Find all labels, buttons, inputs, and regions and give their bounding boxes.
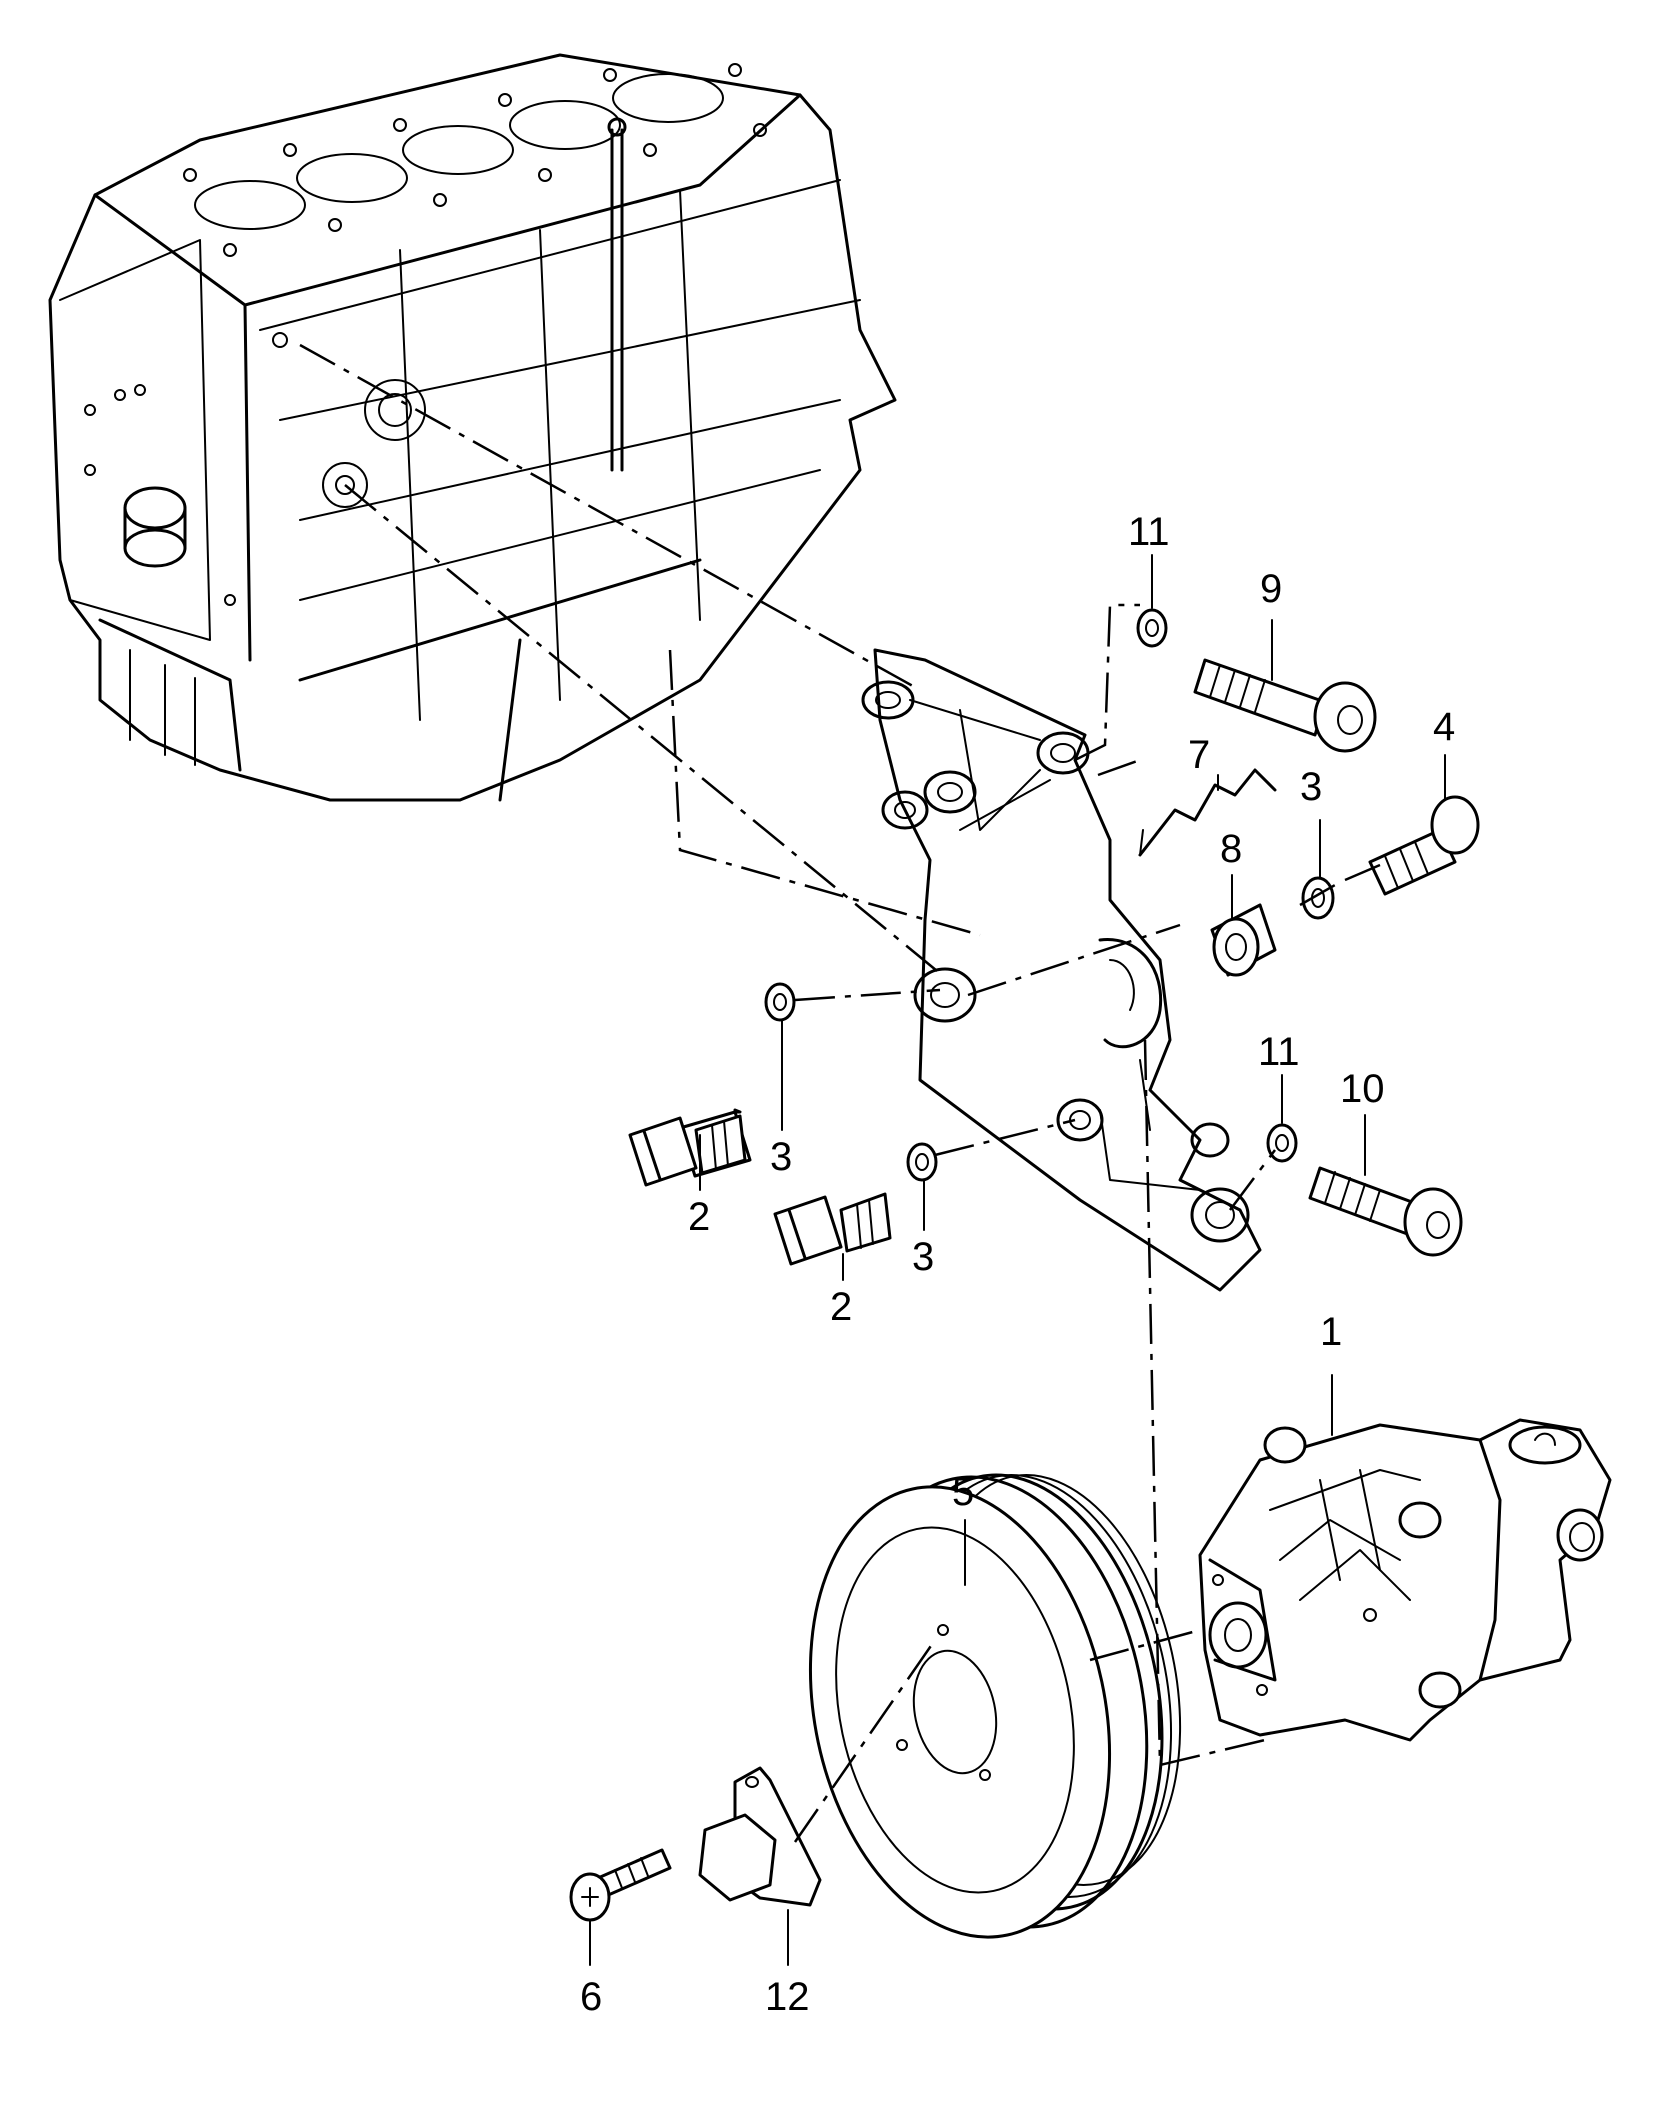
bolt-4 [1368,795,1480,896]
callout-labels: 1 2 2 3 3 3 4 5 6 7 8 9 10 11 11 12 [580,510,1455,2019]
callout-10: 10 [1340,1067,1385,1111]
bolt-9 [1193,658,1377,753]
callout-3-upper: 3 [770,1135,792,1179]
callout-7: 7 [1188,733,1210,777]
callout-2-upper: 2 [688,1195,710,1239]
bolt-6 [569,1848,672,1922]
callout-11-lower: 11 [1258,1030,1300,1074]
power-steering-pump [1198,1418,1612,1742]
callout-3-lower: 3 [912,1235,934,1279]
callout-5: 5 [952,1470,974,1514]
callout-leaders [589,554,1446,1966]
engine-block [48,53,897,802]
callout-6: 6 [580,1975,602,2019]
belt-part [1138,768,1277,857]
spacer-sleeve [1210,903,1277,977]
small-bracket [698,1766,822,1907]
assembly-centerlines [299,343,1381,1843]
callout-2-lower: 2 [830,1285,852,1329]
bolt-10 [1308,1166,1463,1257]
callout-11-upper: 11 [1128,510,1170,554]
bolt-2-lower [773,1192,892,1266]
callout-1: 1 [1320,1310,1342,1354]
callout-12: 12 [765,1975,810,2019]
callout-8: 8 [1220,827,1242,871]
pulley [808,1473,1182,1939]
callout-9: 9 [1260,567,1282,611]
callout-4: 4 [1433,705,1455,749]
callout-3-right: 3 [1300,765,1322,809]
pump-bracket [861,648,1262,1292]
